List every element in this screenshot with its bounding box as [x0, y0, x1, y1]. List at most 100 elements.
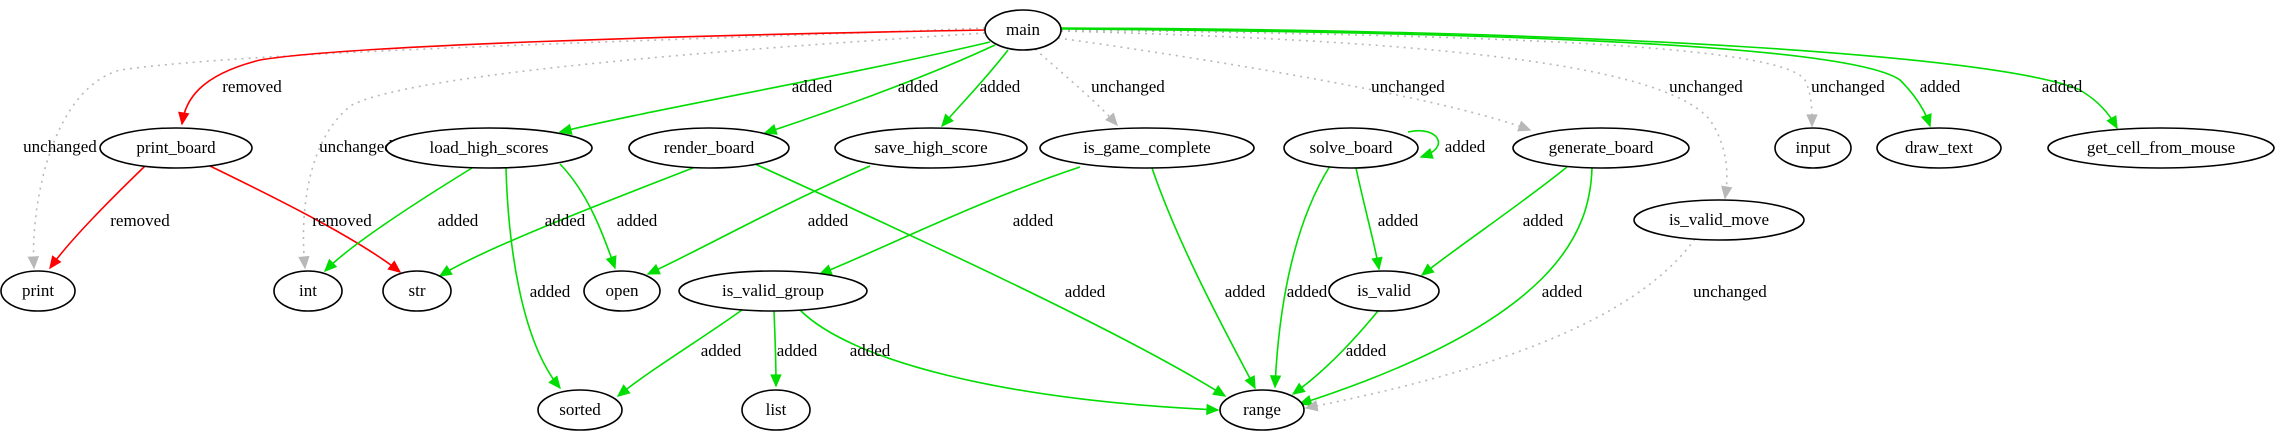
- edge-is-valid-move-to-range-arrowhead: [1304, 400, 1319, 412]
- node-load-high-scores[interactable]: load_high_scores: [385, 127, 593, 169]
- edge-is-valid-group-to-range-arrowhead: [1206, 403, 1220, 416]
- node-main[interactable]: main: [984, 9, 1062, 51]
- edge-render-board-to-range: added: [754, 163, 1227, 397]
- edge-main-to-get-cell-from-mouse-line: [1060, 27, 2118, 129]
- edge-solve-board-to-solve-board: added: [1407, 129, 1486, 159]
- edge-main-to-is-valid-move-label: unchanged: [1669, 77, 1743, 96]
- node-list-label: list: [766, 400, 787, 419]
- node-draw-text[interactable]: draw_text: [1876, 127, 2002, 169]
- edge-generate-board-to-is-valid-line: [1421, 166, 1568, 276]
- node-range-label: range: [1243, 400, 1281, 419]
- edge-render-board-to-str-line: [439, 165, 699, 277]
- edge-load-high-scores-to-sorted-arrowhead: [548, 375, 561, 390]
- edge-main-to-draw-text-arrowhead: [1920, 113, 1932, 128]
- node-list[interactable]: list: [741, 389, 811, 431]
- edge-main-to-generate-board-arrowhead: [1517, 120, 1532, 132]
- node-print-label: print: [22, 281, 54, 300]
- edge-main-to-generate-board-label: unchanged: [1371, 77, 1445, 96]
- edge-render-board-to-str-arrowhead: [438, 264, 453, 277]
- edge-main-to-input: unchanged: [1060, 29, 1885, 128]
- edge-main-to-draw-text-line: [1060, 28, 1931, 127]
- edge-main-to-load-high-scores: added: [558, 41, 991, 135]
- edge-main-to-draw-text-label: added: [1920, 77, 1961, 96]
- edge-is-valid-move-to-range-label: unchanged: [1693, 282, 1767, 301]
- edge-load-high-scores-to-sorted-line: [505, 167, 561, 389]
- edge-main-to-print-board-line: [181, 29, 986, 125]
- node-is-valid-label: is_valid: [1357, 281, 1411, 300]
- edge-is-valid-group-to-list-arrowhead: [770, 374, 782, 388]
- node-sorted[interactable]: sorted: [537, 389, 623, 431]
- edge-main-to-print-board-arrowhead: [178, 111, 190, 126]
- node-load-high-scores-label: load_high_scores: [430, 138, 549, 157]
- node-str[interactable]: str: [382, 270, 452, 312]
- node-is-valid-move-ellipse: [1633, 199, 1805, 241]
- node-print[interactable]: print: [0, 270, 76, 312]
- edge-generate-board-to-range-label: added: [1542, 282, 1583, 301]
- node-int[interactable]: int: [273, 270, 343, 312]
- node-input-ellipse: [1774, 127, 1852, 169]
- node-int-ellipse: [273, 270, 343, 312]
- edge-main-to-int-label: unchanged: [319, 137, 393, 156]
- node-is-valid-move-label: is_valid_move: [1669, 210, 1769, 229]
- node-render-board-ellipse: [628, 127, 790, 169]
- edge-main-to-render-board-arrowhead: [763, 123, 778, 135]
- node-solve-board[interactable]: solve_board: [1283, 127, 1419, 169]
- node-get-cell-from-mouse-label: get_cell_from_mouse: [2087, 138, 2235, 157]
- edge-main-to-render-board-label: added: [898, 77, 939, 96]
- node-open[interactable]: open: [583, 270, 661, 312]
- edge-print-board-to-str-arrowhead: [387, 260, 402, 273]
- edge-main-to-is-game-complete-line: [1034, 48, 1118, 126]
- edge-print-board-to-str: removed: [209, 165, 402, 273]
- edge-generate-board-to-is-valid-label: added: [1523, 211, 1564, 230]
- edge-main-to-draw-text: added: [1060, 28, 1961, 128]
- edge-main-to-is-game-complete: unchanged: [1034, 48, 1165, 127]
- node-sorted-ellipse: [537, 389, 623, 431]
- node-range[interactable]: range: [1219, 389, 1305, 431]
- edge-main-to-get-cell-from-mouse-arrowhead: [2106, 115, 2118, 130]
- edge-is-valid-move-to-range-line: [1305, 238, 1696, 409]
- edge-load-high-scores-to-int-line: [324, 167, 473, 272]
- edge-main-to-is-game-complete-label: unchanged: [1091, 77, 1165, 96]
- edge-is-valid-group-to-sorted-line: [617, 309, 743, 397]
- edge-print-board-to-str-line: [209, 165, 401, 273]
- edge-is-valid-to-range-label: added: [1346, 341, 1387, 360]
- edge-render-board-to-range-line: [754, 163, 1226, 397]
- edge-is-valid-to-range-arrowhead: [1291, 382, 1306, 395]
- edge-main-to-render-board-line: [764, 44, 996, 134]
- edge-main-to-generate-board-line: [1057, 37, 1531, 131]
- edge-is-game-complete-to-is-valid-group: added: [818, 166, 1081, 275]
- node-is-game-complete[interactable]: is_game_complete: [1039, 127, 1255, 169]
- edge-solve-board-to-is-valid: added: [1355, 167, 1419, 271]
- edge-main-to-load-high-scores-arrowhead: [558, 123, 573, 135]
- node-draw-text-ellipse: [1876, 127, 2002, 169]
- node-is-valid-move[interactable]: is_valid_move: [1633, 199, 1805, 241]
- edge-render-board-to-str-label: added: [545, 211, 586, 230]
- node-is-valid[interactable]: is_valid: [1328, 270, 1440, 312]
- edge-solve-board-to-range: added: [1269, 165, 1331, 389]
- edge-generate-board-to-is-valid-arrowhead: [1420, 263, 1435, 276]
- edge-main-to-print-label: unchanged: [23, 137, 97, 156]
- node-generate-board-ellipse: [1512, 127, 1690, 169]
- edge-load-high-scores-to-open-arrowhead: [605, 255, 617, 270]
- edge-main-to-save-high-score: added: [941, 49, 1021, 128]
- edge-solve-board-to-is-valid-arrowhead: [1371, 256, 1383, 271]
- edge-main-to-is-valid-move: unchanged: [1060, 30, 1743, 200]
- node-is-valid-group[interactable]: is_valid_group: [678, 270, 868, 312]
- edge-save-high-score-to-open: added: [646, 165, 871, 275]
- edge-load-high-scores-to-int-arrowhead: [323, 258, 338, 273]
- edge-solve-board-to-is-valid-line: [1355, 167, 1380, 270]
- edge-is-valid-group-to-range: added: [799, 309, 1220, 416]
- edge-is-valid-group-to-sorted-arrowhead: [616, 384, 631, 397]
- node-get-cell-from-mouse[interactable]: get_cell_from_mouse: [2047, 127, 2275, 169]
- node-is-game-complete-label: is_game_complete: [1083, 138, 1210, 157]
- node-render-board[interactable]: render_board: [628, 127, 790, 169]
- node-save-high-score[interactable]: save_high_score: [834, 127, 1028, 169]
- edge-main-to-load-high-scores-label: added: [792, 77, 833, 96]
- edge-main-to-print-line: [32, 27, 986, 269]
- node-input[interactable]: input: [1774, 127, 1852, 169]
- node-print-board[interactable]: print_board: [99, 127, 253, 169]
- edge-solve-board-to-is-valid-label: added: [1378, 211, 1419, 230]
- node-solve-board-label: solve_board: [1309, 138, 1393, 157]
- edge-main-to-print-board: removed: [178, 29, 986, 126]
- node-generate-board[interactable]: generate_board: [1512, 127, 1690, 169]
